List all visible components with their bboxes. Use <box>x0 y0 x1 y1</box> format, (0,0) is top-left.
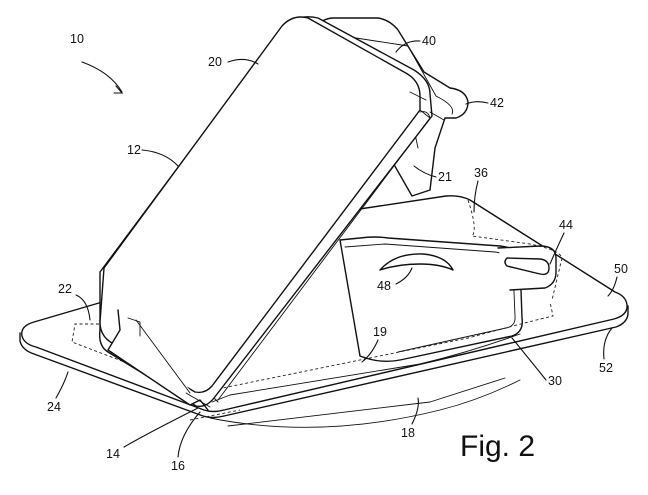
blister-tray <box>339 236 557 363</box>
numeral-44: 44 <box>559 218 573 232</box>
reference-numerals: 10 20 40 42 12 21 36 44 50 22 48 19 52 3… <box>47 32 628 473</box>
numeral-42: 42 <box>490 96 504 110</box>
numeral-22: 22 <box>58 282 72 296</box>
numeral-19: 19 <box>373 325 387 339</box>
numeral-16: 16 <box>171 459 185 473</box>
seal-lines <box>71 199 563 421</box>
numeral-40: 40 <box>422 34 436 48</box>
figure-label: Fig. 2 <box>460 430 535 463</box>
device <box>98 16 521 411</box>
numeral-24: 24 <box>47 400 61 414</box>
numeral-14: 14 <box>106 447 120 461</box>
numeral-10: 10 <box>70 32 84 46</box>
numeral-12: 12 <box>127 143 141 157</box>
numeral-36: 36 <box>474 166 488 180</box>
numeral-50: 50 <box>614 262 628 276</box>
numeral-18: 18 <box>401 426 415 440</box>
numeral-48: 48 <box>377 279 391 293</box>
numeral-52: 52 <box>599 361 613 375</box>
numeral-21: 21 <box>438 170 452 184</box>
numeral-30: 30 <box>548 374 562 388</box>
numeral-20: 20 <box>208 55 222 69</box>
